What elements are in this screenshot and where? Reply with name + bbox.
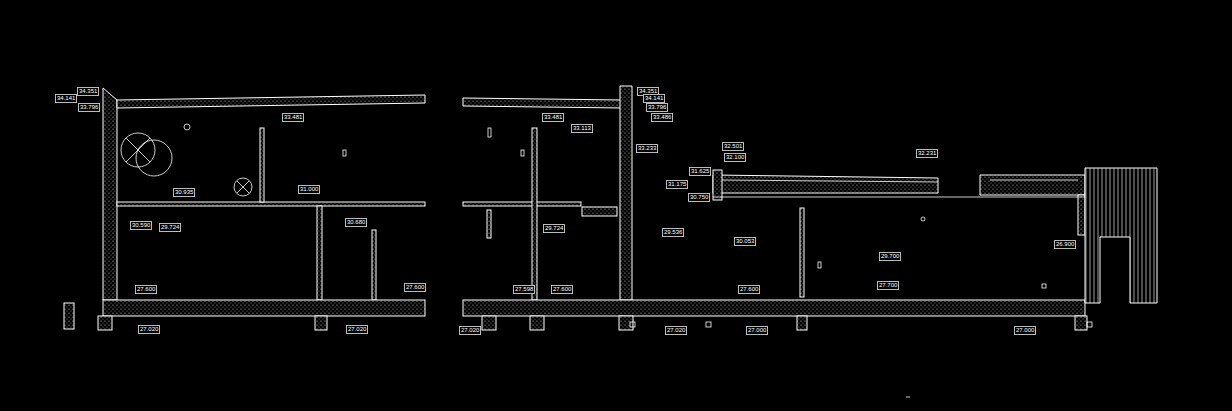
elevation-label: 33.796 (646, 103, 668, 112)
elevation-label: 27.600 (551, 285, 573, 294)
elevation-label: 33.486 (651, 113, 673, 122)
elevation-label: 27.600 (738, 285, 760, 294)
elevation-label: 27.020 (459, 326, 481, 335)
elevation-label: 27.020 (346, 325, 368, 334)
elevation-label: 26.900 (1054, 240, 1076, 249)
elevation-label: 31.625 (689, 167, 711, 176)
elevation-label: 34.351 (77, 87, 99, 96)
elevation-label: 33.233 (636, 144, 658, 153)
elevation-label: 29.724 (159, 223, 181, 232)
elevation-label: 31.175 (666, 180, 688, 189)
elevation-label: 33.481 (542, 113, 564, 122)
elevation-label: 33.113 (571, 124, 593, 133)
elevation-label: 33.796 (78, 103, 100, 112)
elevation-label: 27.700 (877, 281, 899, 290)
elevation-label: 27.020 (138, 325, 160, 334)
elevation-label: 30.750 (688, 193, 710, 202)
elevation-label: 27.598 (513, 285, 535, 294)
elevation-label: 30.590 (130, 221, 152, 230)
elevation-label: 30.935 (173, 188, 195, 197)
elevation-label: 29.724 (543, 224, 565, 233)
elevation-label: 27.000 (746, 326, 768, 335)
elevation-label: 34.141 (643, 94, 665, 103)
elevation-label: 32.100 (724, 153, 746, 162)
elevation-label: 27.600 (404, 283, 426, 292)
elevation-label: 29.700 (879, 252, 901, 261)
elevation-label: 31.000 (298, 185, 320, 194)
elevation-label: 27.020 (665, 326, 687, 335)
elevation-label: 30.680 (345, 218, 367, 227)
elevation-label: 32.501 (722, 142, 744, 151)
elevation-label: 29.536 (662, 228, 684, 237)
elevation-label: 30.053 (734, 237, 756, 246)
elevation-label: 33.481 (282, 113, 304, 122)
elevation-label: 34.141 (55, 94, 77, 103)
elevation-label: 27.000 (1014, 326, 1036, 335)
elevation-label: 32.231 (916, 149, 938, 158)
elevation-label: 27.600 (135, 285, 157, 294)
